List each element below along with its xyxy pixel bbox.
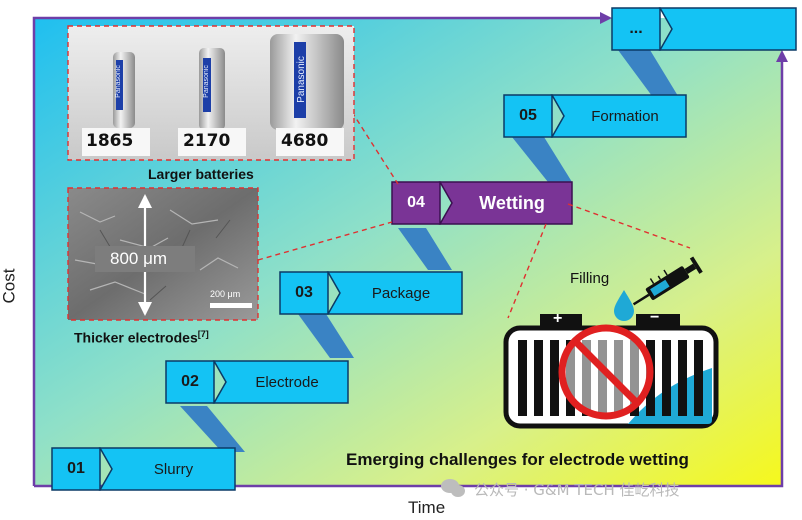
step-05-shape	[503, 94, 687, 138]
scale-bar	[210, 303, 252, 308]
filling-label: Filling	[570, 270, 610, 287]
cost-axis-right-arrow	[34, 62, 784, 488]
wechat-icon	[441, 479, 465, 497]
time-axis-top-arrow	[32, 16, 600, 486]
step-next-shape	[611, 7, 797, 51]
brand-label-4680: Panasonic	[295, 56, 307, 103]
step-next-number: ...	[629, 20, 643, 37]
reference-mark: [7]	[197, 329, 209, 339]
cell-4680-label: 4680	[281, 131, 329, 151]
step-02-shape	[165, 360, 349, 404]
cell-4680-image	[270, 34, 344, 130]
y-axis-label: Cost	[0, 268, 19, 304]
cell-2170-label: 2170	[183, 131, 231, 151]
scale-bar-label: 200 μm	[210, 289, 241, 299]
step-04-label: Wetting	[479, 192, 545, 213]
challenge-caption: Emerging challenges for electrode wettin…	[346, 450, 689, 469]
x-axis-label: Time	[408, 498, 446, 517]
step-03-shape	[279, 271, 463, 315]
battery-illustration	[503, 256, 719, 429]
step-03-number: 03	[295, 284, 313, 301]
thicker-electrodes-caption: Thicker electrodes[7]	[74, 329, 209, 346]
thicker-electrodes-text: Thicker electrodes	[74, 329, 198, 346]
callout-lines	[257, 111, 691, 319]
prohibited-icon	[558, 324, 654, 420]
top-arrowhead	[600, 12, 612, 24]
step-05-number: 05	[519, 107, 537, 124]
brand-label-1865: Panasonic	[114, 65, 122, 98]
step-04-shape	[391, 181, 573, 225]
step-04-number: 04	[407, 194, 425, 211]
watermark-text: 公众号 · G&M TECH 佳屹科技	[474, 481, 680, 499]
cell-2170-image	[199, 48, 225, 130]
step-connectors	[180, 50, 678, 452]
syringe-icon	[632, 256, 703, 306]
brand-label-2170: Panasonic	[202, 65, 210, 98]
thickness-label: 800 μm	[110, 249, 168, 268]
step-03-label: Package	[371, 284, 431, 302]
step-01-number: 01	[67, 460, 85, 477]
positive-terminal-label: +	[553, 310, 563, 327]
droplet-icon	[614, 290, 634, 321]
cell-1865-label: 1865	[86, 131, 134, 151]
step-01-label: Slurry	[153, 460, 194, 478]
battery-photo	[67, 25, 355, 161]
negative-terminal-label: −	[650, 309, 660, 326]
sem-image	[67, 187, 259, 321]
cell-1865-image	[113, 52, 135, 128]
step-02-number: 02	[181, 373, 199, 390]
step-05-label: Formation	[591, 107, 659, 125]
right-arrowhead	[776, 50, 788, 62]
step-01-shape	[51, 447, 236, 491]
step-02-label: Electrode	[255, 373, 319, 391]
larger-batteries-caption: Larger batteries	[148, 166, 254, 182]
